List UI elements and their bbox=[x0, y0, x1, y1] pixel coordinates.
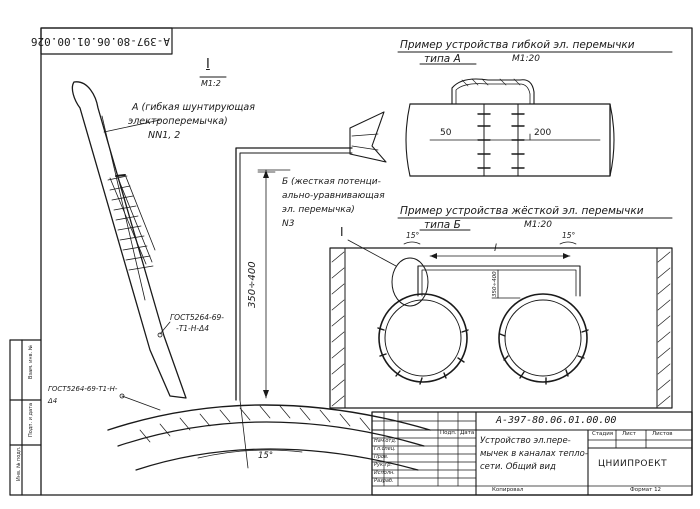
gost-lower-2: Δ4 bbox=[48, 397, 58, 405]
dim-angle-bottom: 15° bbox=[258, 451, 274, 461]
drawing-code-stamp: А-397-80.06.01.00.026 bbox=[30, 35, 170, 48]
title-name-2: мычек в каналах тепло- bbox=[480, 449, 588, 459]
label-rigid-b-2: ально-уравнивающая bbox=[282, 191, 385, 201]
side-margin-3: Взам. инв. № bbox=[28, 345, 34, 379]
example-a-title: Пример устройства гибкой эл. перемычки bbox=[400, 39, 635, 51]
title-name-1: Устройство эл.пере- bbox=[480, 436, 571, 446]
sheet-frame bbox=[40, 27, 693, 496]
title-row-1: Нач.отд. bbox=[374, 438, 397, 444]
example-b-dim-length: l bbox=[494, 243, 497, 254]
title-org: ЦНИИПРОЕКТ bbox=[598, 459, 668, 469]
title-row-6: Разраб. bbox=[374, 478, 394, 484]
title-row-4: Рук.гр. bbox=[374, 462, 392, 468]
example-b-angle-left: 15° bbox=[406, 231, 420, 240]
side-margin-1: Инв. № подл. bbox=[16, 446, 22, 482]
example-b-scale: М1:20 bbox=[524, 220, 552, 230]
label-flex-a-1: А (гибкая шунтирующая bbox=[132, 102, 255, 113]
label-rigid-b-4: N3 bbox=[282, 219, 295, 229]
gost-upper-1: ГОСТ5264-69- bbox=[170, 313, 224, 322]
example-b-angle-right: 15° bbox=[562, 231, 576, 240]
dim-height: 350÷400 bbox=[247, 261, 258, 308]
example-a-dim-right: 200 bbox=[534, 128, 552, 138]
title-sig-header: Подп. bbox=[440, 430, 457, 436]
example-b-title: Пример устройства жёсткой эл. перемычки bbox=[400, 205, 644, 217]
gost-upper-2: -Т1-Н-Δ4 bbox=[176, 324, 210, 333]
label-rigid-b-3: эл. перемычка) bbox=[282, 205, 355, 215]
title-col-stage: Стадия bbox=[592, 431, 614, 437]
view-i-label: I bbox=[206, 57, 210, 72]
rigid-jumper-rod bbox=[235, 147, 353, 401]
label-rigid-b-1: Б (жесткая потенци- bbox=[282, 177, 381, 187]
title-format: Формат 12 bbox=[630, 487, 662, 493]
example-a-type: типа А bbox=[424, 53, 461, 65]
example-b-callout: I bbox=[340, 225, 344, 239]
view-i-scale: М1:2 bbox=[201, 79, 221, 88]
title-col-sheets: Листов bbox=[652, 431, 673, 437]
side-margin-2: Подп. и дата bbox=[28, 402, 34, 437]
title-row-3: Пров. bbox=[374, 454, 389, 460]
example-b-dim-vertical: 350÷400 bbox=[492, 271, 498, 297]
title-row-5: Исполн. bbox=[374, 470, 395, 476]
title-block-frame bbox=[371, 411, 693, 496]
title-row-2: Гл.спец. bbox=[374, 446, 396, 452]
label-flex-a-2: электроперемычка) bbox=[128, 116, 228, 127]
flex-jumper-body bbox=[71, 81, 187, 399]
drawing-code-main: А-397-80.06.01.00.00 bbox=[496, 415, 617, 426]
title-copied: Копировал bbox=[492, 487, 524, 493]
title-col-sheet: Лист bbox=[622, 431, 636, 437]
title-name-3: сети. Общий вид bbox=[480, 462, 556, 472]
title-date-header: Дата bbox=[460, 430, 475, 436]
label-flex-a-3: NN1, 2 bbox=[148, 130, 181, 141]
example-a-dim-left: 50 bbox=[440, 128, 452, 138]
gost-lower-1: ГОСТ5264-69-Т1-Н- bbox=[48, 385, 118, 393]
example-b-type: типа Б bbox=[424, 219, 461, 231]
example-a-scale: М1:20 bbox=[512, 54, 540, 64]
